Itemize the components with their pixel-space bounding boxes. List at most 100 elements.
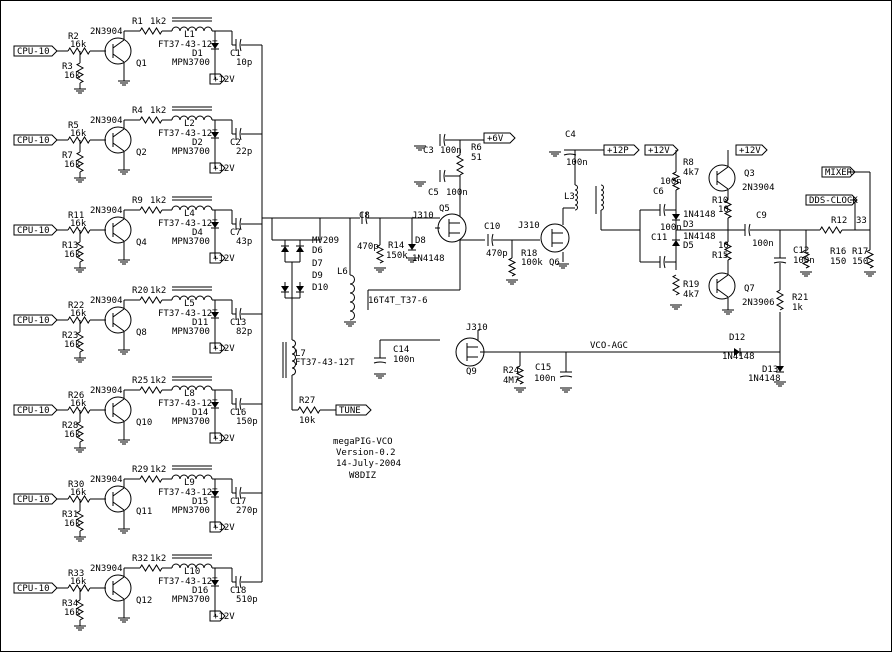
cpu-port-label: CPU-10 xyxy=(17,47,50,57)
resistor xyxy=(801,249,811,269)
rc-ref: R1 xyxy=(132,17,143,27)
resistor xyxy=(507,257,517,277)
c-ref: C18 xyxy=(230,586,246,596)
label-r15v: 10 xyxy=(718,241,729,251)
transistor xyxy=(112,218,125,228)
jfet xyxy=(455,337,485,367)
transistor xyxy=(112,39,125,49)
inductor xyxy=(171,474,213,480)
l-type: FT37-43-12T xyxy=(158,309,218,319)
rb-ref: R26 xyxy=(68,391,84,401)
q-ref: Q12 xyxy=(136,596,152,606)
label-c3: C3 xyxy=(423,146,434,156)
cpu-port xyxy=(13,404,58,416)
label-r16: R16 xyxy=(830,247,846,257)
diode xyxy=(672,214,680,220)
label-c11v: 100n xyxy=(660,223,682,233)
transistor xyxy=(104,126,132,154)
label-q3t: 2N3904 xyxy=(742,183,775,193)
label-c14: C14 xyxy=(393,345,409,355)
cpu-port-label: CPU-10 xyxy=(17,406,50,416)
resistor xyxy=(139,564,163,572)
transistor xyxy=(112,576,125,586)
label-r15: R15 xyxy=(712,251,728,261)
rbe-ref: R7 xyxy=(62,151,73,161)
transistor xyxy=(716,166,729,176)
c-value: 150p xyxy=(236,417,258,427)
transistor xyxy=(112,308,125,318)
capacitor xyxy=(365,211,368,225)
capacitor xyxy=(373,361,387,364)
capacitor xyxy=(239,217,242,231)
q-ref: Q11 xyxy=(136,507,152,517)
transistor xyxy=(112,128,125,138)
c-ref: C1 xyxy=(230,49,241,59)
diode xyxy=(211,312,219,318)
c-ref: C17 xyxy=(230,497,246,507)
rc-value: 1k2 xyxy=(150,286,166,296)
resistor xyxy=(671,274,681,296)
label-r17v: 150 xyxy=(852,257,868,267)
label-c5v: 100n xyxy=(446,188,468,198)
p12v-port-label: +12V xyxy=(739,146,761,156)
c-value: 22p xyxy=(236,147,252,157)
diode xyxy=(211,43,219,49)
transistor xyxy=(716,274,729,284)
label-vcoagc: VCO-AGC xyxy=(590,341,628,351)
d-ref: D16 xyxy=(192,586,208,596)
resistor xyxy=(67,316,91,324)
dds-port xyxy=(805,194,858,206)
l-ref: L9 xyxy=(184,478,195,488)
q-type: 2N3904 xyxy=(90,475,123,485)
label-d6: D6 xyxy=(312,246,323,256)
transistor xyxy=(112,53,125,63)
p12v-port xyxy=(735,144,768,156)
pwr-port-label: +12V xyxy=(213,164,235,174)
capacitor xyxy=(773,261,787,264)
q-ref: Q10 xyxy=(136,418,152,428)
label-r24: R24 xyxy=(503,366,519,376)
label-c5: C5 xyxy=(428,188,439,198)
inductor xyxy=(171,205,213,211)
capacitor xyxy=(239,38,242,52)
label-l6t: 16T4T_T37-6 xyxy=(368,296,428,306)
p12v-port-label: +12V xyxy=(648,146,670,156)
transistor xyxy=(708,164,736,192)
transistor xyxy=(104,306,132,334)
cpu-port xyxy=(13,493,58,505)
label-r14v: 150k xyxy=(386,251,408,261)
cpu-port-label: CPU-10 xyxy=(17,136,50,146)
label-l6: L6 xyxy=(337,267,348,277)
rb-value: 16k xyxy=(70,577,87,587)
inductor xyxy=(171,115,213,121)
label-d5: D5 xyxy=(683,241,694,251)
label-c6: C6 xyxy=(653,187,664,197)
jfet xyxy=(437,213,467,243)
rbe-value: 16k xyxy=(64,250,81,260)
pwr-port xyxy=(209,432,226,444)
resistor xyxy=(67,584,91,592)
transistor xyxy=(104,37,132,65)
l-ref: L8 xyxy=(184,389,195,399)
transistor xyxy=(104,396,132,424)
rb-ref: R22 xyxy=(68,301,84,311)
transistor xyxy=(716,288,729,298)
transistor xyxy=(112,501,125,511)
resistor xyxy=(67,406,91,414)
rbe-ref: R23 xyxy=(62,331,78,341)
label-l7: L7 xyxy=(295,349,306,359)
d-ref: D2 xyxy=(192,138,203,148)
label-r16v: 150 xyxy=(830,257,846,267)
label-c6v: 100n xyxy=(660,177,682,187)
inductor xyxy=(171,563,213,569)
pwr-port-label: +12V xyxy=(213,612,235,622)
resistor xyxy=(139,206,163,214)
l-type: FT37-43-12T xyxy=(158,219,218,229)
l-ref: L4 xyxy=(184,209,195,219)
rc-value: 1k2 xyxy=(150,17,166,27)
label-r21: R21 xyxy=(792,293,808,303)
transistor xyxy=(104,485,132,513)
